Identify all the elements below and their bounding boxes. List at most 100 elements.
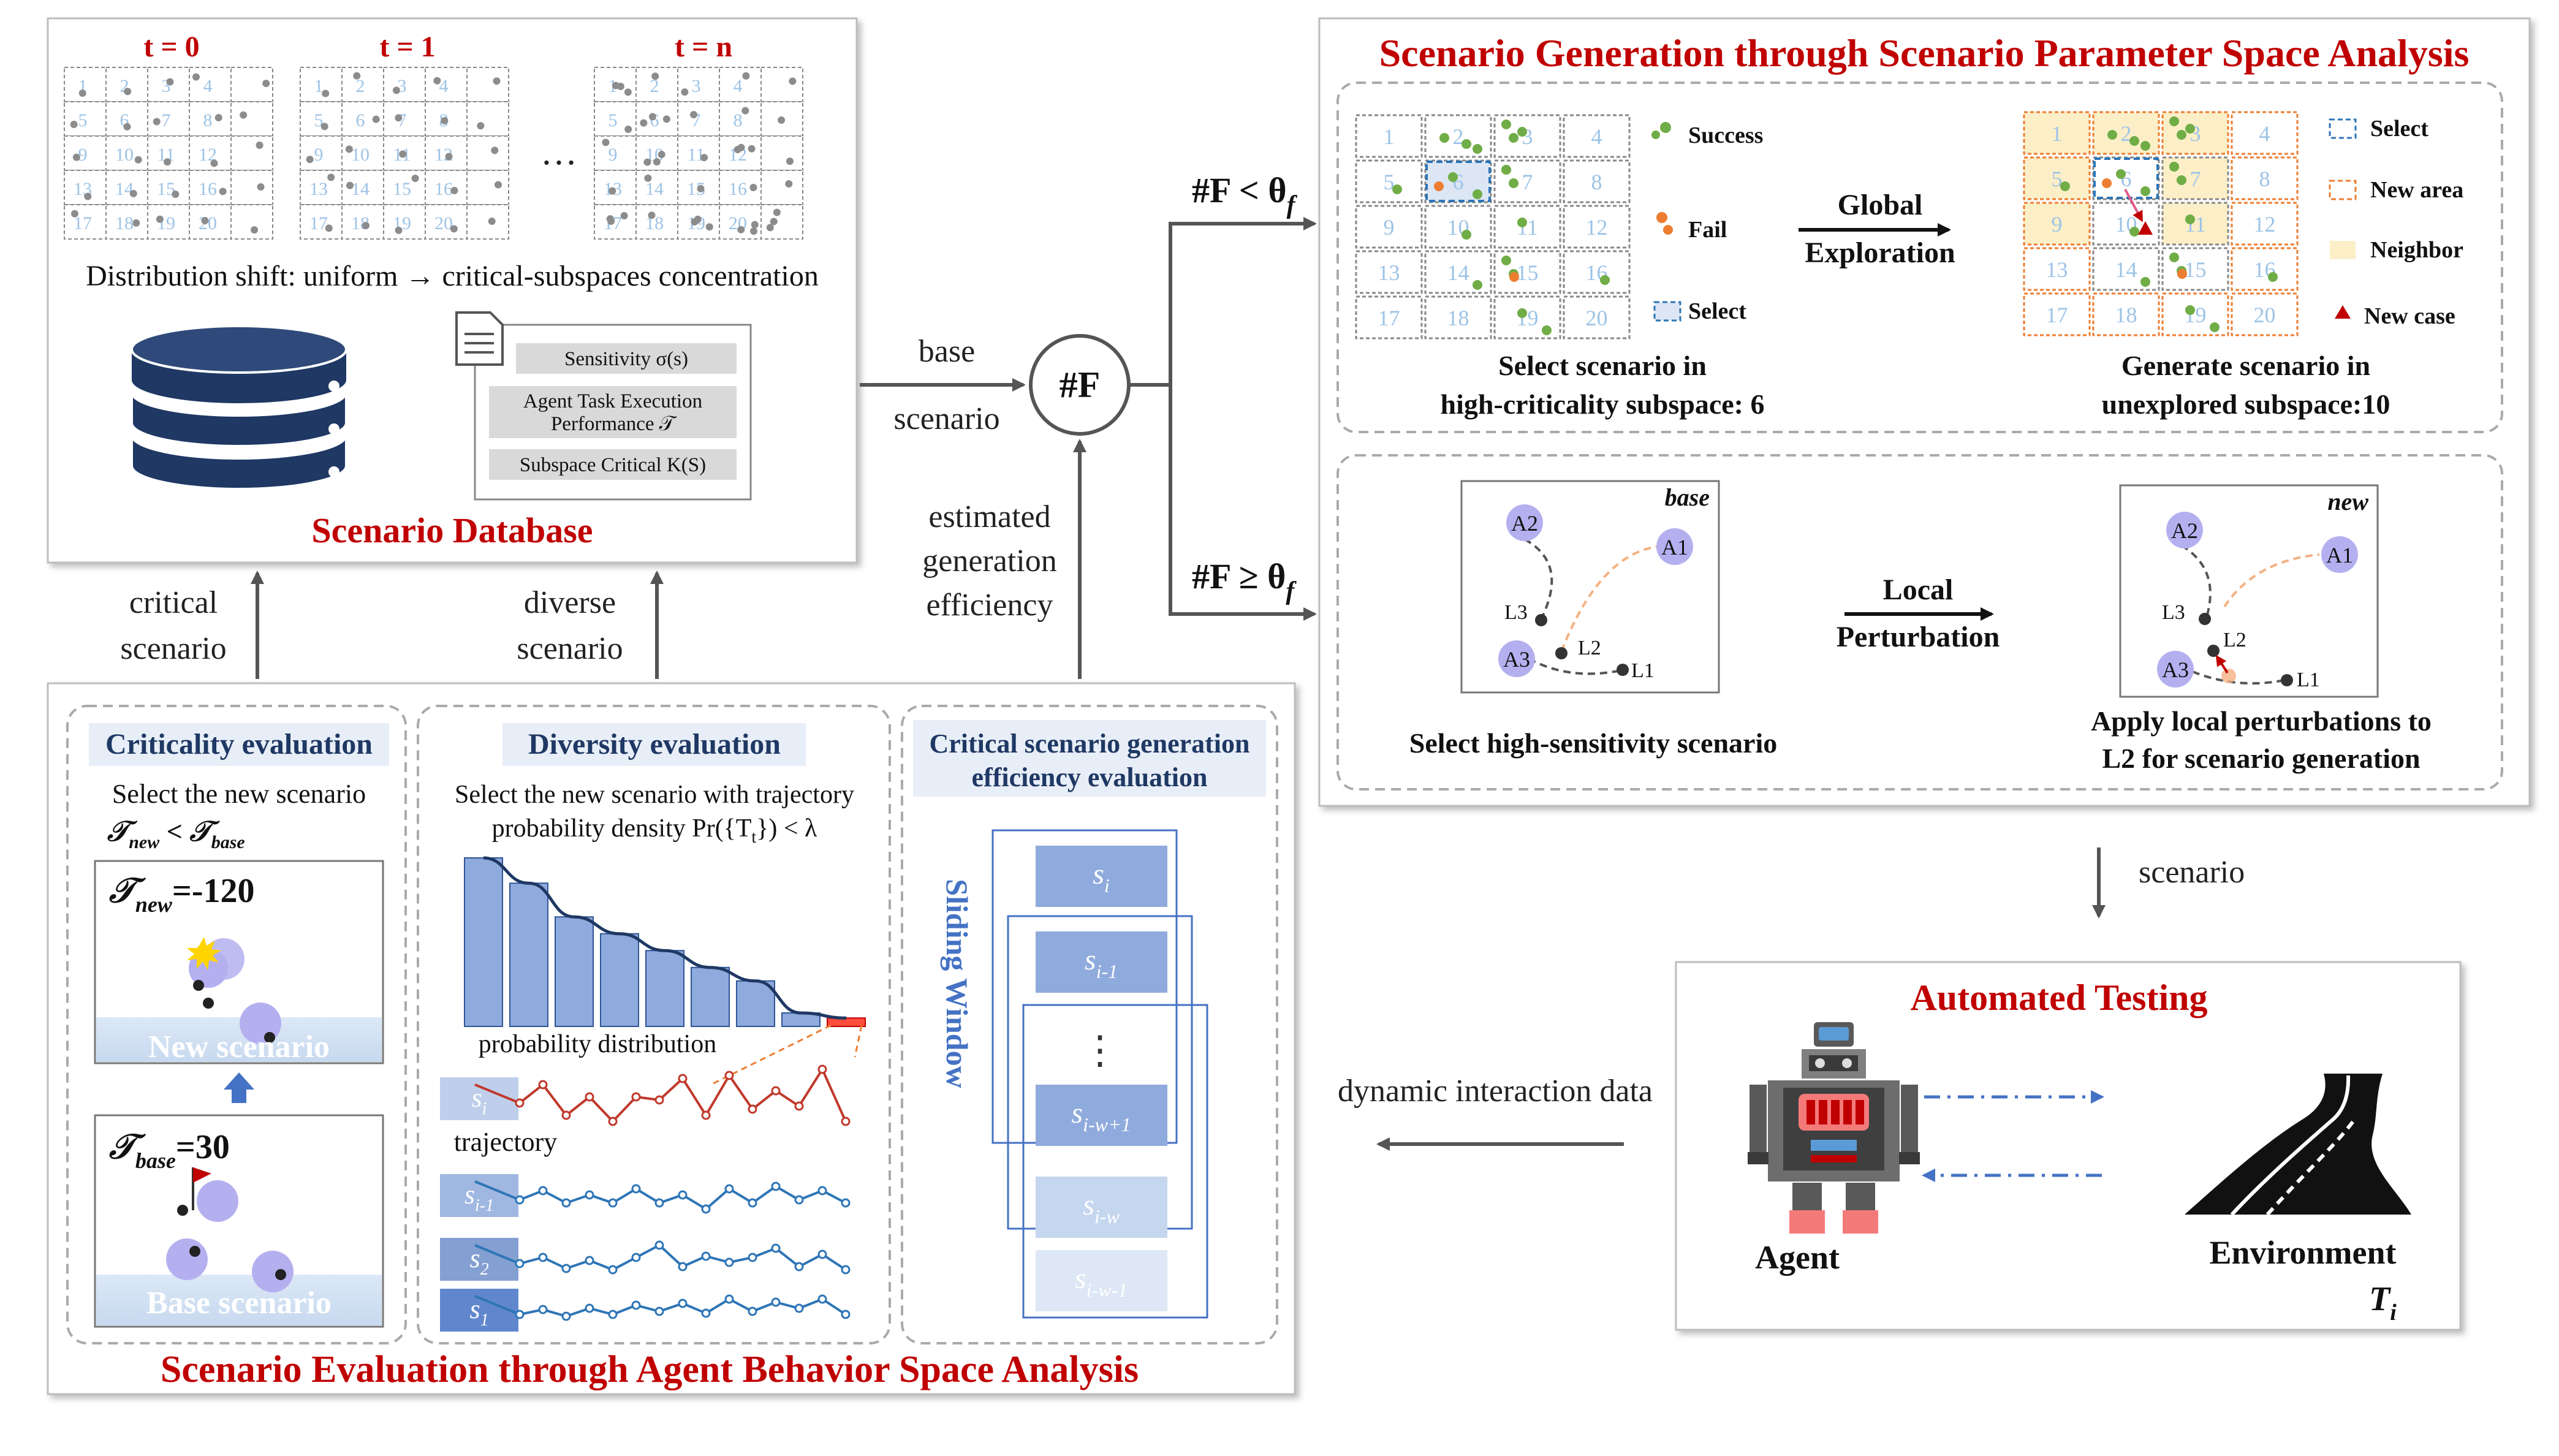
trajectory-point [585,1256,594,1265]
trajectory-point [748,1253,757,1262]
param-cell-number: 17 [2046,303,2068,327]
trajectory-point [631,1092,641,1102]
field-subspace-critical: Subspace Critical K(S) [520,454,706,476]
trajectory-point [678,1262,688,1272]
success-point [1501,256,1511,265]
param-cell-number: 18 [2115,303,2137,327]
efficiency-slot-label: si-w-1 [1075,1262,1128,1301]
estimated-efficiency-label-2: generation [922,544,1056,578]
legend-new-case-marker [2335,305,2351,319]
success-point [2185,214,2195,224]
sample-dot [322,89,330,97]
mini-grid-cell-number: 8 [203,110,213,131]
param-cell-number: 4 [1591,124,1602,149]
sample-dot [648,211,656,219]
trajectory-point [701,1110,711,1120]
field-sensitivity: Sensitivity σ(s) [564,348,688,370]
trajectory-point [654,1198,664,1208]
trajectory-point [817,1249,827,1259]
efficiency-evaluation: Critical scenario generation efficiency … [913,720,1266,1319]
new-case-arrow [2124,189,2143,222]
state-label: s1 [469,1294,488,1330]
legend-select-text: Select [1688,298,1746,324]
caption-generate-unexplored-2: unexplored subspace:10 [2102,389,2390,420]
sample-dot [640,119,648,127]
sample-dot [362,222,370,230]
success-point [1509,178,1518,188]
success-point [1473,189,1482,199]
sample-dot [477,122,485,130]
mini-grid-cell-number: 10 [115,145,134,165]
condition-geq-label: #F ≥ θf [1192,556,1297,605]
param-cell [1355,295,1423,339]
evaluation-title: Scenario Evaluation through Agent Behavi… [161,1349,1139,1390]
sample-dot [70,121,78,129]
flag-icon [192,1167,211,1210]
param-cell-number: 15 [1517,260,1539,285]
trajectory-point [631,1184,641,1194]
sample-dot [749,227,757,235]
param-cell [2092,292,2160,336]
trajectory-point [585,1303,594,1313]
legend-select-marker [1653,301,1681,322]
state-label: si-1 [464,1180,494,1215]
estimated-efficiency-label-3: efficiency [927,588,1053,623]
param-cell [2023,247,2091,291]
t-base-value: 𝒯base=30 [108,1128,230,1173]
param-cell-number: 9 [1384,215,1395,240]
sample-dot [433,77,441,85]
mini-grid-cell-number: 17 [309,213,328,233]
sample-dot [153,118,161,126]
caption-select-high-criticality-1: Select scenario in [1498,350,1707,381]
param-cell-number: 13 [1378,260,1400,285]
mini-grid-cell-number: 9 [78,145,88,165]
sample-dot [325,224,333,232]
mini-grid-cell-number: 13 [309,179,328,199]
fail-point [2177,269,2187,279]
new-agent-a1: A1 [2326,543,2353,567]
trajectory-point [515,1098,525,1108]
legend-fail-marker [1656,212,1667,223]
sample-dot [320,123,328,131]
trajectory-point [678,1074,688,1083]
param-cell-number: 5 [1384,170,1395,194]
param-cell [1563,159,1631,203]
scenario-generation-panel: Scenario Generation through Scenario Par… [1318,17,2531,807]
param-cell [2023,111,2091,155]
efficiency-slot [1036,931,1167,993]
mini-grid-cell-number: 1 [314,76,324,96]
mini-grid-cell-number: 6 [356,110,365,131]
environment-t-sub: i [2390,1300,2397,1325]
sample-dot [700,154,708,162]
legend-neighbor-text: Neighbor [2370,237,2463,263]
trajectory-point [608,1310,618,1319]
trajectory-point [701,1308,711,1318]
sample-dot [70,210,78,218]
global-exploration-label-1: Global [1838,189,1923,221]
legend-new-case-text: New case [2364,303,2455,329]
success-point [2140,141,2150,151]
sample-dot [262,80,270,88]
trajectory-point [654,1240,664,1250]
base-agent-a1: A1 [1661,535,1688,559]
sample-dot [251,226,259,234]
sample-dot [624,125,632,133]
document-icon [455,311,504,366]
param-cell-number: 2 [1453,124,1464,149]
sample-dot [653,158,661,166]
sample-dot [690,111,698,119]
param-cell [2231,247,2299,291]
success-point [2169,162,2179,172]
success-point [1600,275,1610,285]
state-box [440,1289,518,1332]
trajectory-point [631,1300,641,1310]
param-cell-number: 1 [2052,121,2063,146]
legend-left: Success Fail Select [1651,122,1763,324]
probability-bar [645,950,684,1027]
trajectory-row-0: si [440,1064,851,1126]
